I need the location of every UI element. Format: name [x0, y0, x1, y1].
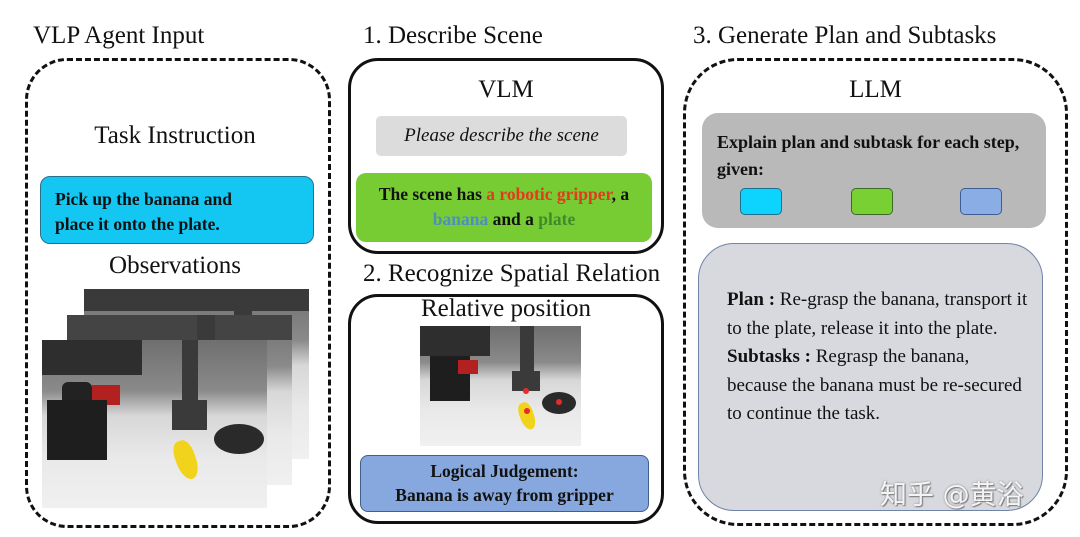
describe-scene-title: 1. Describe Scene	[363, 22, 543, 49]
vlm-label: VLM	[478, 76, 534, 103]
spatial-relation-panel	[348, 294, 664, 524]
plan-text: Re-grasp the banana, transport it to the…	[727, 289, 1028, 339]
vlm-panel	[348, 58, 664, 254]
logical-judgement-box: Logical Judgement: Banana is away from g…	[360, 455, 649, 512]
judgement-text: Banana is away from gripper	[395, 485, 614, 505]
task-instruction-box: Pick up the banana and place it onto the…	[40, 176, 314, 244]
banana-marker	[524, 408, 530, 414]
relative-position-image	[420, 326, 581, 446]
llm-prompt-text: Explain plan and subtask for each step, …	[717, 132, 1020, 179]
plan-label: Plan :	[727, 289, 776, 310]
llm-panel	[683, 58, 1068, 526]
plan-title: 3. Generate Plan and Subtasks	[693, 22, 997, 49]
scene-text-plate: plate	[538, 209, 576, 229]
llm-label: LLM	[849, 76, 902, 103]
scene-text-banana: banana	[432, 209, 489, 229]
scene-text-part1: The scene has	[378, 184, 487, 204]
spatial-relation-title: 2. Recognize Spatial Relation	[363, 260, 661, 287]
judgement-label: Logical Judgement:	[430, 461, 579, 481]
observation-frame-1	[42, 340, 267, 508]
spatial-judgement-swatch	[960, 188, 1002, 215]
subtasks-text: Regrasp the banana, because the banana m…	[727, 346, 1022, 424]
task-instruction-label: Task Instruction	[94, 122, 256, 149]
agent-input-title: VLP Agent Input	[33, 22, 205, 49]
plan-output-box: Plan : Re-grasp the banana, transport it…	[698, 243, 1043, 511]
plate-marker	[556, 399, 562, 405]
relative-position-label: Relative position	[420, 295, 592, 322]
task-text-line1: Pick up the banana and	[55, 189, 233, 209]
task-text-line2: place it onto the plate.	[55, 214, 220, 234]
subtasks-label: Subtasks :	[727, 346, 811, 367]
vlm-prompt-box: Please describe the scene	[376, 116, 627, 156]
watermark: 知乎 @黄浴	[880, 480, 1024, 511]
scene-description-box: The scene has a robotic gripper, a banan…	[356, 173, 652, 242]
task-instruction-swatch	[740, 188, 782, 215]
observations-label: Observations	[109, 252, 241, 279]
scene-text-part3: and a	[488, 209, 539, 229]
gripper-marker	[523, 388, 529, 394]
scene-text-gripper: a robotic gripper	[486, 184, 612, 204]
scene-text-part2: , a	[611, 184, 630, 204]
agent-input-panel	[25, 58, 331, 528]
scene-description-swatch	[851, 188, 893, 215]
